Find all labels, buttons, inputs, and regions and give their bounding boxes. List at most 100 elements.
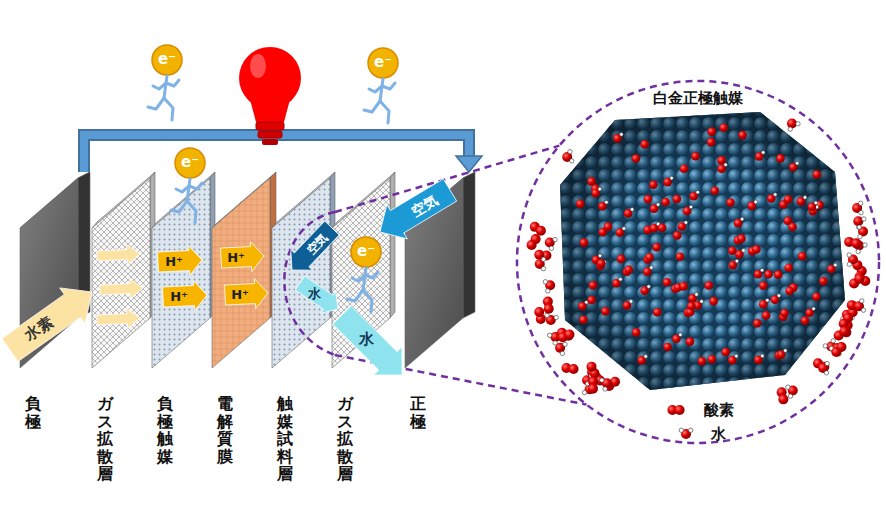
oxygen-atom <box>852 260 862 270</box>
adsorbed-oxygen <box>683 207 692 216</box>
adsorbed-oxygen <box>711 186 720 195</box>
oxygen-atom <box>558 332 568 342</box>
adsorbed-oxygen <box>759 300 768 309</box>
dashed-circle <box>515 79 881 445</box>
oxygen-atom <box>604 381 614 391</box>
arrow-label: H⁺ <box>170 290 188 303</box>
oxygen-atom <box>860 276 870 286</box>
hydrogen-atom <box>541 266 545 270</box>
adsorbed-oxygen <box>753 319 762 328</box>
adsorbed-oxygen <box>735 250 744 259</box>
adsorbed-oxygen <box>801 316 810 325</box>
hydrogen-atom <box>589 374 593 378</box>
oxygen-atom <box>561 363 571 373</box>
layer-plate: 負極触媒 <box>152 172 215 369</box>
arrow-head <box>456 156 482 172</box>
hydrogen-atom <box>863 243 867 247</box>
hydrogen-atom <box>554 315 558 319</box>
adsorbed-oxygen <box>625 266 634 275</box>
hydrogen-atom <box>602 382 606 386</box>
adsorbed-oxygen <box>691 152 700 161</box>
hydrogen-atom <box>603 387 607 391</box>
adsorbed-oxygen <box>767 194 776 203</box>
hydrogen-atom <box>568 149 572 153</box>
hydrogen-atom <box>679 428 683 432</box>
bulb-base <box>256 122 284 130</box>
oxygen-atom <box>536 314 546 324</box>
oxygen-atom <box>587 367 597 377</box>
adsorbed-oxygen <box>752 245 761 254</box>
hydrogen-atom <box>735 354 739 358</box>
adsorbed-oxygen <box>705 281 714 290</box>
hydrogen-atom <box>786 385 790 389</box>
oxygen-atom <box>602 378 612 388</box>
oxygen-atom <box>847 300 857 310</box>
oxygen-atom <box>588 376 598 386</box>
adsorbed-oxygen <box>747 202 756 211</box>
oxygen-atom <box>667 405 677 415</box>
runner-leg <box>164 98 173 120</box>
bulb-base <box>262 139 278 145</box>
oxygen-atom <box>841 327 851 337</box>
arrow-label: 水 <box>308 287 321 300</box>
adsorbed-oxygen <box>686 337 695 346</box>
hydrogen-atom <box>815 205 819 209</box>
hydrogen-atom <box>690 307 694 311</box>
adsorbed-oxygen <box>748 247 757 256</box>
adsorbed-oxygen <box>623 268 632 277</box>
runner-body <box>363 268 366 290</box>
hydrogen-atom <box>735 259 739 263</box>
adsorbed-oxygen <box>809 207 818 216</box>
plate-face <box>92 178 150 368</box>
hydrogen-atom <box>549 246 553 250</box>
oxygen-atom <box>844 237 854 247</box>
hydrogen-atom <box>788 127 792 131</box>
plate-shape <box>212 172 276 369</box>
hydrogen-atom <box>545 313 549 317</box>
hydrogen-atom <box>834 263 838 267</box>
adsorbed-oxygen <box>624 209 633 218</box>
plate-face <box>212 178 270 368</box>
oxygen-atom <box>595 375 605 385</box>
adsorbed-oxygen <box>643 226 652 235</box>
dashed-region <box>284 212 335 355</box>
hydrogen-atom <box>689 205 693 209</box>
oxygen-atom <box>681 429 691 439</box>
hydrogen-atom <box>825 361 829 365</box>
adsorbed-oxygen <box>779 313 788 322</box>
oxygen-atom <box>851 238 861 248</box>
adsorbed-oxygen <box>684 308 693 317</box>
adsorbed-oxygen <box>643 255 652 264</box>
hydrogen-atom <box>593 382 597 386</box>
adsorbed-oxygen <box>754 270 763 279</box>
flow-arrow <box>97 309 140 329</box>
hydrogen-atom <box>585 381 589 385</box>
adsorbed-oxygen <box>589 281 598 290</box>
adsorbed-oxygen <box>623 301 632 310</box>
oxygen-atom <box>854 241 864 251</box>
hydrogen-atom <box>858 234 862 238</box>
adsorbed-oxygen <box>612 279 621 288</box>
oxygen-atom <box>778 394 788 404</box>
runner-leg <box>364 101 380 112</box>
arrow-label: H⁺ <box>231 288 249 301</box>
adsorbed-oxygen <box>819 277 828 286</box>
runner-arm <box>352 275 365 281</box>
oxygen-atom <box>610 377 620 387</box>
hydrogen-atom <box>582 390 586 394</box>
oxygen-atom <box>839 326 849 336</box>
connector <box>84 135 482 172</box>
oxygen-atom <box>843 313 853 323</box>
adsorbed-oxygen <box>808 203 817 212</box>
adsorbed-oxygen <box>798 252 807 261</box>
hydrogen-atom <box>684 221 688 225</box>
runner-arm <box>382 83 395 89</box>
oxygen-atom <box>550 332 560 342</box>
wire-outline <box>84 135 469 172</box>
hydrogen-atom <box>620 133 624 137</box>
hydrogen-atom <box>857 225 861 229</box>
hydrogen-atom <box>773 193 777 197</box>
hydrogen-atom <box>831 339 835 343</box>
hydrogen-atom <box>547 333 551 337</box>
